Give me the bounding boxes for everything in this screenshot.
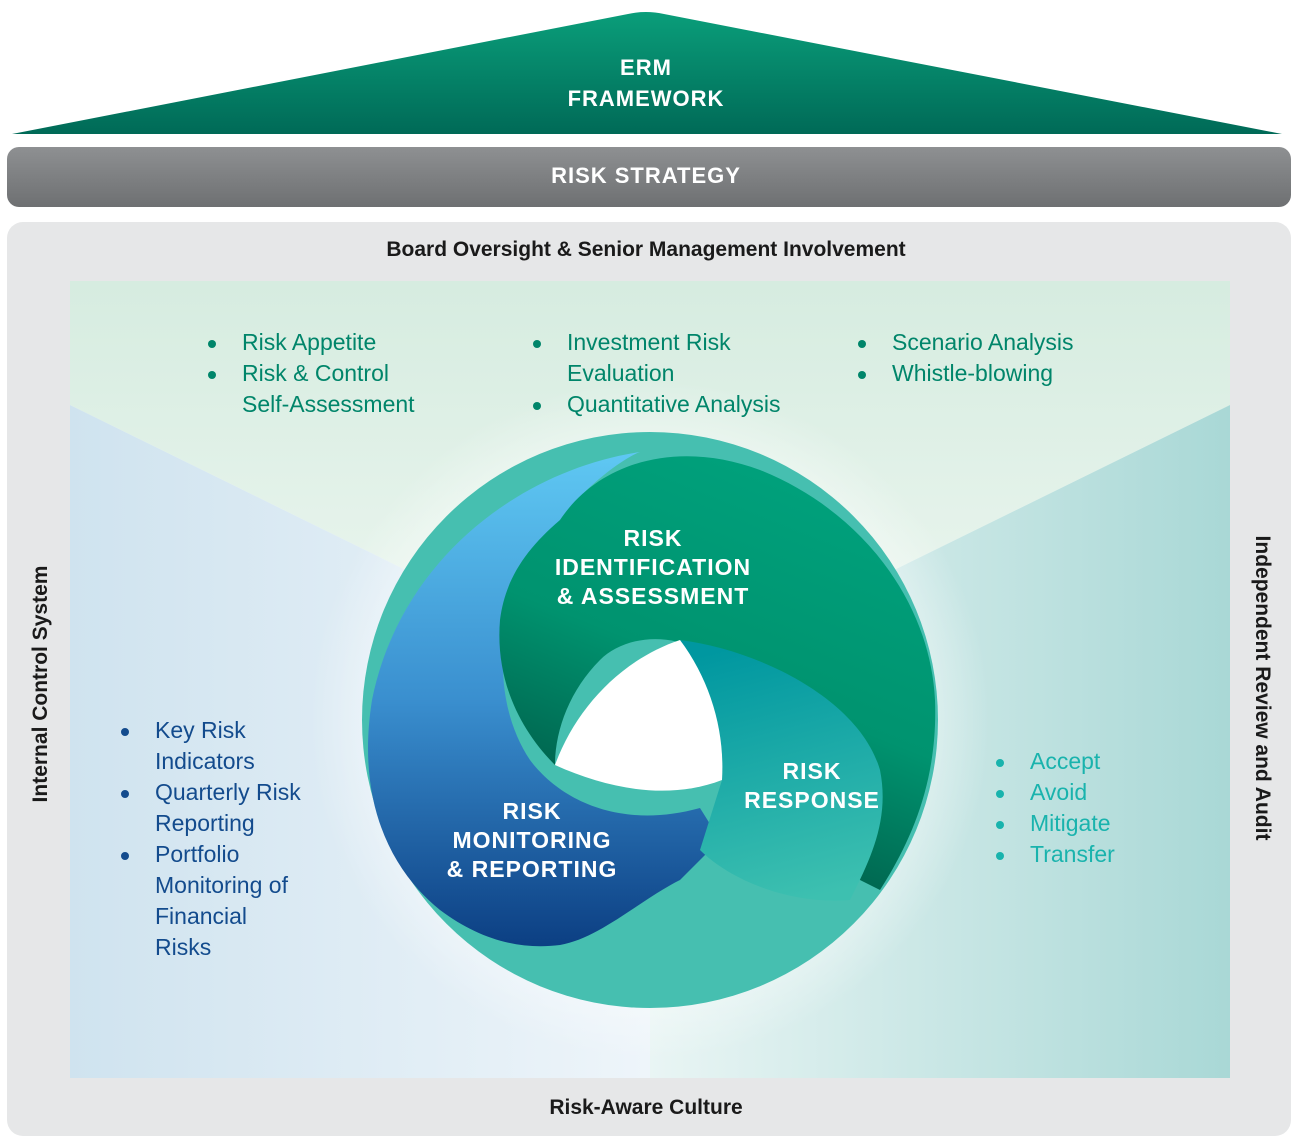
list-item: Investment Risk Evaluation: [530, 327, 767, 389]
top-list-2: Investment Risk Evaluation Quantitative …: [530, 327, 830, 420]
list-item: Whistle-blowing: [855, 358, 1135, 389]
response-line: RESPONSE: [744, 787, 880, 813]
right-list: Accept Avoid Mitigate Transfer: [993, 746, 1193, 870]
list-item: Transfer: [993, 839, 1193, 870]
list-item: Portfolio Monitoring of Financial Risks: [118, 839, 295, 963]
ring-segment-response: [680, 640, 883, 901]
list-item: Quantitative Analysis: [530, 389, 830, 420]
response-line: RISK: [782, 758, 842, 784]
list-item: Mitigate: [993, 808, 1193, 839]
left-label: Internal Control System: [29, 565, 52, 803]
monitoring-line: RISK: [502, 798, 562, 824]
monitoring-line: & REPORTING: [446, 856, 618, 882]
identification-line: IDENTIFICATION: [554, 554, 752, 580]
top-list-3: Scenario Analysis Whistle-blowing: [855, 327, 1135, 389]
list-item: Accept: [993, 746, 1193, 777]
identification-label: RISK IDENTIFICATION & ASSESSMENT: [513, 524, 793, 611]
response-label: RISK RESPONSE: [712, 757, 912, 815]
monitoring-line: MONITORING: [452, 827, 612, 853]
roof-title: ERM FRAMEWORK: [0, 52, 1292, 114]
ring-center: [555, 640, 723, 791]
right-label: Independent Review and Audit: [1251, 535, 1274, 841]
list-item: Risk & Control Self-Assessment: [205, 358, 442, 420]
roof-title-line2: FRAMEWORK: [567, 86, 725, 111]
list-item: Quarterly Risk Reporting: [118, 777, 330, 839]
list-item: Scenario Analysis: [855, 327, 1135, 358]
list-item: Key Risk Indicators: [118, 715, 275, 777]
top-list-1: Risk Appetite Risk & Control Self-Assess…: [205, 327, 495, 420]
monitoring-label: RISK MONITORING & REPORTING: [412, 797, 652, 884]
roof-shape: [12, 12, 1282, 134]
identification-line: RISK: [623, 525, 683, 551]
identification-line: & ASSESSMENT: [556, 583, 750, 609]
list-item: Avoid: [993, 777, 1193, 808]
top-label: Board Oversight & Senior Management Invo…: [386, 238, 906, 261]
left-list: Key Risk Indicators Quarterly Risk Repor…: [118, 715, 338, 963]
strategy-label: RISK STRATEGY: [551, 163, 741, 188]
ring-segment-monitoring: [368, 452, 720, 947]
strategy-bar: [7, 147, 1291, 207]
roof-title-line1: ERM: [620, 55, 672, 80]
list-item: Risk Appetite: [205, 327, 495, 358]
bottom-label: Risk-Aware Culture: [549, 1096, 743, 1119]
